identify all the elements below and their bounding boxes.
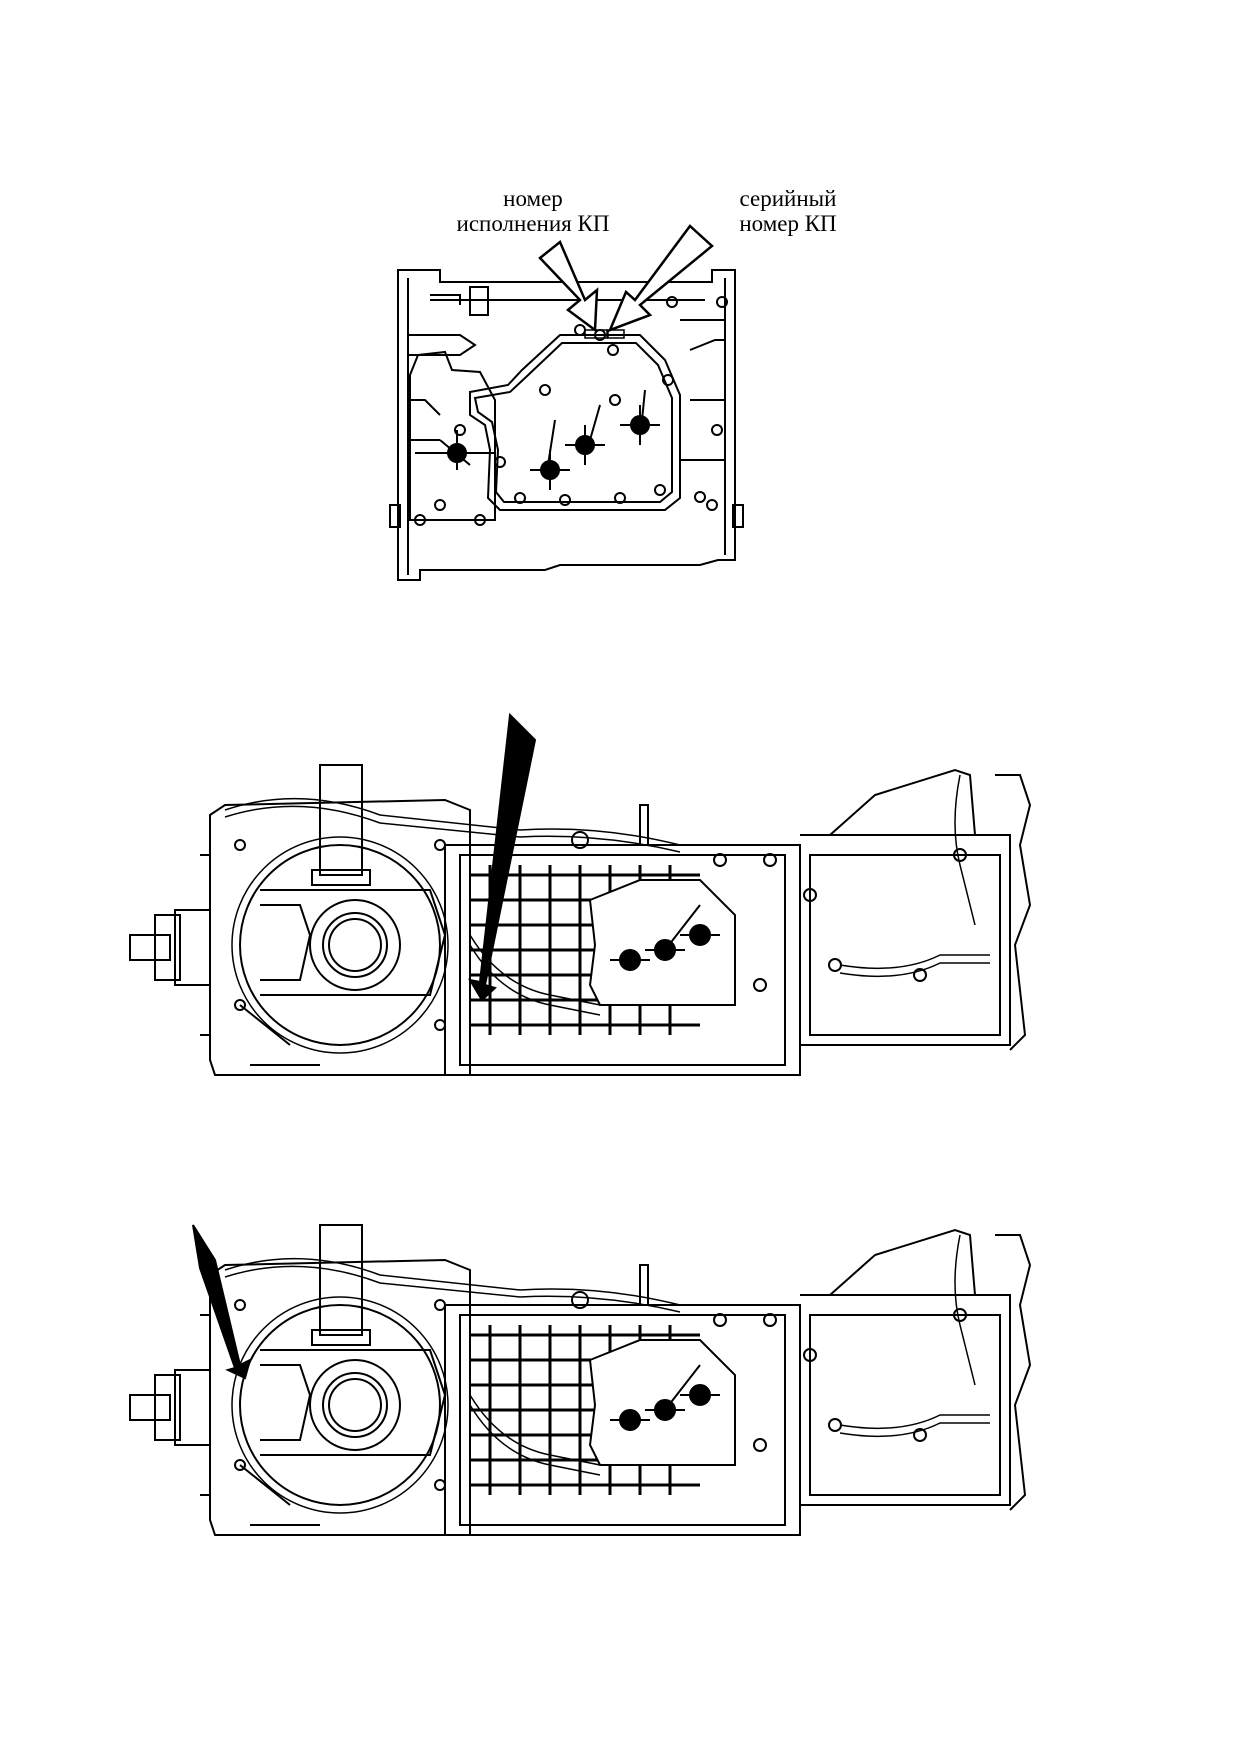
variant-number-label: номер исполнения КП (438, 186, 628, 236)
serial-label-line2: номер КП (739, 211, 837, 236)
lower-pointer-arrow (192, 1224, 252, 1380)
transmission-view-lower (128, 1223, 1032, 1537)
variant-label-line2: исполнения КП (456, 211, 610, 236)
serial-number-label: серийный номер КП (718, 186, 858, 236)
transmission-view-upper (128, 712, 1032, 1077)
gearbox-housing-drawing (389, 224, 744, 581)
shift-levers (415, 389, 660, 490)
upper-pointer-arrow (467, 712, 537, 1002)
variant-label-line1: номер (503, 186, 563, 211)
serial-number-arrow (607, 224, 714, 333)
variant-number-arrow (538, 239, 599, 333)
housing-bolts (414, 296, 728, 526)
serial-label-line1: серийный (739, 186, 837, 211)
pointer-arrows (538, 224, 714, 333)
